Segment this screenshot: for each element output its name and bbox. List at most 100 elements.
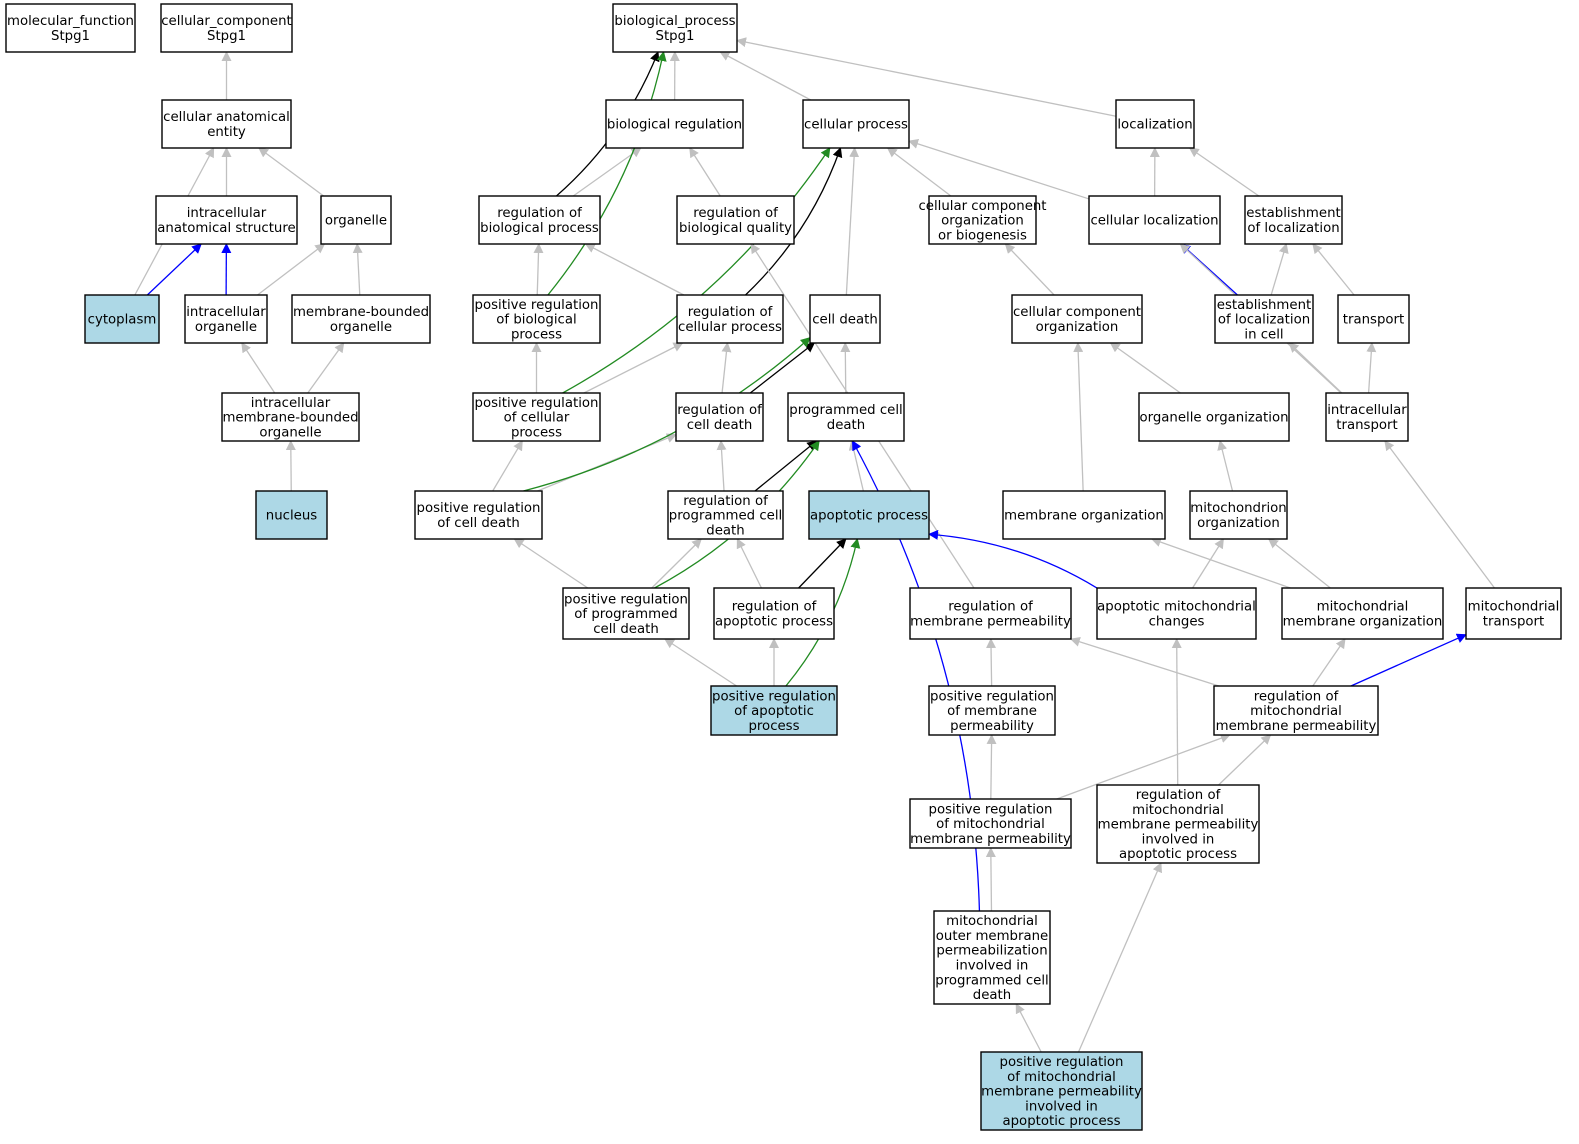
term-label-line: positive regulation [475,396,599,411]
term-label-line: organelle [195,320,257,335]
edge-is-a-nuc-to-imbo [285,440,296,492]
edge-regulates-rcp-to-cp [745,147,843,296]
edge-is-a-amc-to-mito [1191,538,1224,589]
edge-regulates-rap-to-ap [798,538,847,589]
term-label-line: involved in [1142,832,1215,847]
term-box [478,195,601,245]
term-label-line: process [748,719,799,734]
term-label-line: involved in [956,959,1029,974]
term-label-line: of cell death [437,516,520,531]
term-label-line: death [827,418,865,433]
term-label-line: mitochondrial [1132,803,1224,818]
term-label-line: biological_process [614,14,735,29]
edge-is-a-rbp-to-breg [572,147,642,197]
edge-is-a-morg-to-cco [1073,342,1084,492]
term-label-line: anatomical structure [157,221,295,236]
term-box [1465,587,1562,640]
term-label-line: of apoptotic [734,704,814,719]
term-label-line: positive regulation [930,689,1054,704]
term-label-line: organelle [330,320,392,335]
term-box [909,587,1072,640]
term-box [980,1051,1143,1131]
edge-regulates-rpcd-to-pcd [754,440,818,492]
term-label-line: regulation of [948,600,1033,615]
edge-is-a-trans-to-eloc [1312,243,1355,296]
term-node-trans: transport [1337,294,1410,344]
term-label-line: of mitochondrial [936,817,1045,832]
term-box [802,99,910,149]
term-box [676,195,795,245]
term-label-line: mitochondrial [946,914,1038,929]
term-label-line: transport [1483,615,1544,630]
edge-is-a-prmmp-to-prmp [986,734,997,800]
term-label-line: nucleus [266,509,317,524]
term-label-line: of localization [1218,313,1310,328]
term-box [472,392,601,442]
term-label-line: apoptotic process [1002,1114,1120,1129]
term-label-line: process [511,327,562,342]
term-label-line: transport [1343,313,1404,328]
term-label-line: of cellular [504,411,570,426]
term-label-line: cell death [593,622,659,637]
term-label-line: membrane permeability [910,615,1071,630]
term-label-line: cellular component [918,199,1046,214]
term-label-line: membrane organization [1004,509,1164,524]
term-label-line: intracellular [186,305,266,320]
term-label-line: cell death [687,418,753,433]
edge-is-a-rmmpap-to-amc [1171,638,1182,786]
term-box [809,294,881,344]
edge-is-a-rmmpap-to-rmmp [1218,734,1272,786]
term-box [675,392,764,442]
edge-is-a-mt-to-itrans [1384,440,1496,589]
term-node-org: organelle [320,195,392,245]
term-label-line: of programmed [574,607,677,622]
term-label-line: regulation of [732,600,817,615]
term-label-line: death [973,988,1011,1003]
edges-layer [134,37,1496,1053]
term-label-line: organization [1197,516,1280,531]
term-box [414,490,543,540]
term-label-line: establishment [1217,298,1311,313]
term-box [1011,294,1143,344]
term-label-line: positive regulation [929,802,1053,817]
term-label-line: membrane permeability [1098,818,1259,833]
edge-is-a-elic-to-eloc [1270,243,1289,296]
edge-is-a-cp-to-bp [719,51,812,101]
edge-part-of-amc-to-ap [928,529,1098,589]
term-box [710,685,838,736]
term-label-line: biological quality [679,221,792,236]
term-box [928,685,1056,736]
term-label-line: intracellular [1327,403,1407,418]
edge-is-a-pcd-to-cd [840,342,851,394]
edge-is-a-rmmp-to-rmp [1069,636,1220,687]
term-box [255,490,328,540]
term-node-ap: apoptotic process [808,490,930,540]
term-box [1096,784,1260,864]
term-label-line: Stpg1 [207,29,246,44]
term-box [5,3,136,53]
term-label-line: Stpg1 [51,29,90,44]
term-label-line: organelle organization [1139,411,1288,426]
edge-is-a-prpcd-to-prcd [513,538,589,589]
edge-is-a-prmmpap-to-momp [1015,1003,1042,1053]
edge-is-a-rmmp-to-mmo [1312,638,1346,687]
term-box [1244,195,1343,245]
edge-is-a-prpcd-to-rpcd [651,538,702,589]
term-box [933,910,1051,1005]
